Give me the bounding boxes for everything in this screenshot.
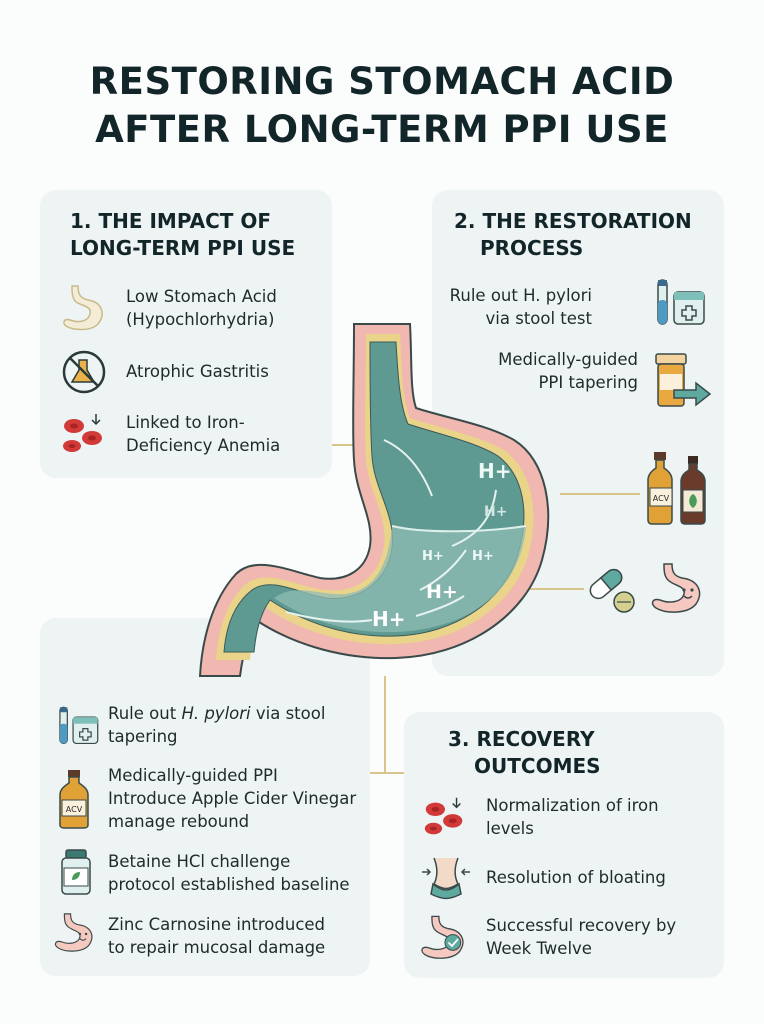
impact-heading-line-2: LONG-TERM PPI USE xyxy=(70,236,296,260)
recovery-item-3-line-1: Successful recovery by xyxy=(486,916,677,935)
h-plus-label-2: H+ xyxy=(484,504,507,520)
stomach-check-icon xyxy=(421,915,464,959)
impact-item-1-line-2: (Hypochlorhydria) xyxy=(126,310,275,329)
step-1-text-post: via stool xyxy=(250,704,326,723)
swirl-arrow-2 xyxy=(451,489,497,547)
step-2-text: Medically-guided PPI Introduce Apple Cid… xyxy=(108,764,356,833)
restoration-item-2-text: Medically-guided PPI tapering xyxy=(498,348,638,394)
step-2-line-1: Medically-guided PPI xyxy=(108,766,278,785)
step-1-text-pre: Rule out xyxy=(108,704,182,723)
restoration-item-2-line-2: PPI tapering xyxy=(538,373,638,392)
impact-item-1-text: Low Stomach Acid (Hypochlorhydria) xyxy=(126,285,277,331)
recovery-item-1-text: Normalization of iron levels xyxy=(486,794,659,840)
recovery-heading-line-2: OUTCOMES xyxy=(474,754,601,778)
impact-heading-line-1: 1. THE IMPACT OF xyxy=(70,209,272,233)
acv-label: ACV xyxy=(66,805,83,814)
title-line-2: AFTER LONG-TERM PPI USE xyxy=(95,108,669,151)
connector-vertical xyxy=(384,676,386,772)
recovery-heading: 3. RECOVERY OUTCOMES xyxy=(448,726,601,780)
stomach-illustration: H+ H+ H+ H+ H+ H+ xyxy=(198,323,550,677)
test-tube-icon xyxy=(657,279,705,325)
blood-cells-icon xyxy=(63,414,102,452)
recovery-item-1-line-2: levels xyxy=(486,819,534,838)
connector-restoration-1 xyxy=(560,493,640,495)
step-3-line-2: protocol established baseline xyxy=(108,875,350,894)
impact-item-3-text: Linked to Iron- Deficiency Anemia xyxy=(126,411,280,457)
restoration-heading-line-2: PROCESS xyxy=(480,236,584,260)
step-3-line-1: Betaine HCl challenge xyxy=(108,852,291,871)
test-tube-icon xyxy=(59,706,99,745)
acid-surface-line xyxy=(391,525,527,533)
acv-bottle-icon: ACV xyxy=(59,770,89,829)
impact-heading: 1. THE IMPACT OF LONG-TERM PPI USE xyxy=(70,208,295,262)
step-4-line-2: to repair mucosal damage xyxy=(108,938,326,957)
happy-stomach-icon xyxy=(651,563,701,613)
step-1-line-1: Rule out H. pylori via stool xyxy=(108,702,325,725)
swirl-arrow-5 xyxy=(415,595,465,617)
pill-bottle-arrow-icon xyxy=(655,353,712,407)
impact-card: 1. THE IMPACT OF LONG-TERM PPI USE Low S… xyxy=(40,190,332,478)
title-line-1: RESTORING STOMACH ACID xyxy=(89,60,675,103)
connector-restoration-2 xyxy=(524,588,584,590)
restoration-item-1-text: Rule out H. pylori via stool test xyxy=(450,284,592,330)
step-1-text-em: H. pylori xyxy=(181,704,251,723)
recovery-card: 3. RECOVERY OUTCOMES Normalization of ir… xyxy=(404,712,724,978)
step-2-line-3: manage rebound xyxy=(108,812,250,831)
restoration-item-2-line-1: Medically-guided xyxy=(498,350,638,369)
impact-item-2-text: Atrophic Gastritis xyxy=(126,360,269,383)
capsule-pill-icon xyxy=(589,568,635,613)
stomach-icon xyxy=(63,285,103,331)
swirl-arrow-3 xyxy=(419,549,467,591)
step-4-text: Zinc Carnosine introduced to repair muco… xyxy=(108,913,325,959)
restoration-heading-line-1: 2. THE RESTORATION xyxy=(454,209,692,233)
acv-bottles-icon: ACV xyxy=(647,452,706,525)
blood-cells-icon xyxy=(424,797,463,835)
impact-item-3-line-1: Linked to Iron- xyxy=(126,413,245,432)
restoration-card: 2. THE RESTORATION PROCESS Rule out H. p… xyxy=(432,190,724,676)
impact-item-1-line-1: Low Stomach Acid xyxy=(126,287,277,306)
step-1-text: Rule out H. pylori via stool tapering xyxy=(108,702,325,748)
stomach-icon xyxy=(54,913,93,952)
restoration-item-1-line-2: via stool test xyxy=(485,309,592,328)
h-plus-label-6: H+ xyxy=(372,607,406,631)
restoration-heading: 2. THE RESTORATION PROCESS xyxy=(454,208,692,262)
page-title: RESTORING STOMACH ACID AFTER LONG-TERM P… xyxy=(0,58,764,154)
connector-steps xyxy=(370,772,404,774)
supplement-jar-icon xyxy=(61,849,91,895)
recovery-heading-line-1: 3. RECOVERY xyxy=(448,727,595,751)
recovery-item-2-text: Resolution of bloating xyxy=(486,866,666,889)
waist-icon xyxy=(422,857,470,900)
recovery-item-3-text: Successful recovery by Week Twelve xyxy=(486,914,676,960)
steps-card: Rule out H. pylori via stool tapering AC… xyxy=(40,618,370,976)
impact-item-2-line-1: Atrophic Gastritis xyxy=(126,362,269,381)
swirl-arrow-4 xyxy=(285,611,373,623)
recovery-item-2-line-1: Resolution of bloating xyxy=(486,868,666,887)
recovery-item-3-line-2: Week Twelve xyxy=(486,939,592,958)
acv-label: ACV xyxy=(653,494,670,503)
step-4-line-1: Zinc Carnosine introduced xyxy=(108,915,326,934)
impact-item-3-line-2: Deficiency Anemia xyxy=(126,436,281,455)
swirl-arrow-1 xyxy=(383,439,433,497)
h-plus-label-3: H+ xyxy=(422,549,444,564)
no-acid-icon xyxy=(62,350,106,394)
h-plus-label-4: H+ xyxy=(472,549,494,564)
h-plus-label-1: H+ xyxy=(478,459,512,483)
step-3-text: Betaine HCl challenge protocol establish… xyxy=(108,850,350,896)
step-2-line-2: Introduce Apple Cider Vinegar xyxy=(108,789,357,808)
recovery-item-1-line-1: Normalization of iron xyxy=(486,796,659,815)
restoration-item-1-line-1: Rule out H. pylori xyxy=(449,286,592,305)
h-plus-label-5: H+ xyxy=(426,581,458,603)
step-1-line-2: tapering xyxy=(108,727,178,746)
